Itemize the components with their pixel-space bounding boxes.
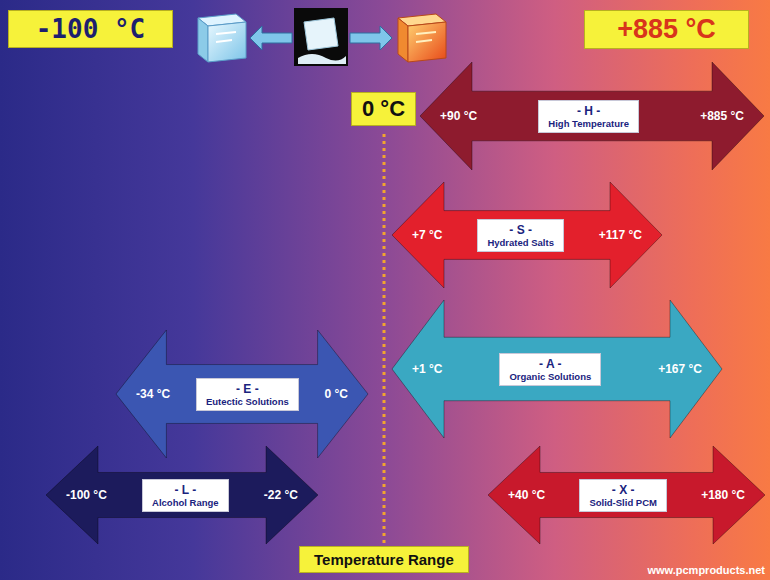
category-name: Solid-Slid PCM [589,497,657,508]
temperature-label: 0 °C [362,96,405,122]
category-name: Hydrated Salts [487,237,554,248]
temperature-limit: -34 °C [136,387,170,401]
range-arrow: -100 °C - L -Alcohol Range -22 °C [46,446,318,544]
range-label-box: 0 °C [351,92,416,126]
category-letter: - L - [152,483,219,497]
temperature-label: +885 °C [595,14,738,45]
zero-line [383,134,386,544]
temperature-limit: +90 °C [440,109,477,123]
category-letter: - H - [548,104,629,118]
category-name: Alcohol Range [152,497,219,508]
temperature-limit: +167 °C [658,362,702,376]
category-letter: - S - [487,223,554,237]
melting-ice [294,8,348,66]
temperature-limit: -100 °C [66,488,107,502]
arrow-center: - H -High Temperature [477,100,700,133]
arrow-center: - S -Hydrated Salts [442,219,598,252]
category-box: - X -Solid-Slid PCM [579,479,667,512]
frozen-cube [198,14,246,62]
temperature-limit: +1 °C [412,362,442,376]
temperature-label: -100 °C [19,14,162,44]
temperature-limit: +40 °C [508,488,545,502]
category-name: Eutectic Solutions [206,396,289,407]
category-box: - A -Organic Solutions [499,353,601,386]
category-letter: - E - [206,382,289,396]
hot-arrow [350,26,392,50]
arrow-center: - E -Eutectic Solutions [170,378,324,411]
range-arrow: +7 °C - S -Hydrated Salts +117 °C [392,182,662,288]
category-box: - S -Hydrated Salts [477,219,564,252]
category-letter: - A - [509,357,591,371]
category-box: - L -Alcohol Range [142,479,229,512]
temperature-label: Temperature Range [314,551,454,568]
heated-cube [398,14,446,62]
range-arrow: +40 °C - X -Solid-Slid PCM +180 °C [488,446,765,544]
range-arrow: +90 °C - H -High Temperature +885 °C [420,62,764,170]
arrow-center: - X -Solid-Slid PCM [545,479,701,512]
range-label-box: Temperature Range [299,546,469,573]
category-name: Organic Solutions [509,371,591,382]
temperature-limit: +885 °C [700,109,744,123]
range-arrow: +1 °C - A -Organic Solutions +167 °C [392,300,722,438]
temperature-limit: 0 °C [325,387,348,401]
range-arrow: -34 °C - E -Eutectic Solutions 0 °C [116,330,368,458]
temperature-limit: +7 °C [412,228,442,242]
arrow-center: - A -Organic Solutions [442,353,658,386]
watermark: www.pcmproducts.net [647,564,765,576]
range-label-box: +885 °C [584,10,749,49]
range-label-box: -100 °C [8,10,173,48]
category-box: - H -High Temperature [538,100,639,133]
cold-arrow [250,26,292,50]
temperature-limit: -22 °C [264,488,298,502]
category-name: High Temperature [548,118,629,129]
category-letter: - X - [589,483,657,497]
temperature-limit: +180 °C [701,488,745,502]
category-box: - E -Eutectic Solutions [196,378,299,411]
arrow-center: - L -Alcohol Range [107,479,264,512]
temperature-limit: +117 °C [599,228,642,242]
